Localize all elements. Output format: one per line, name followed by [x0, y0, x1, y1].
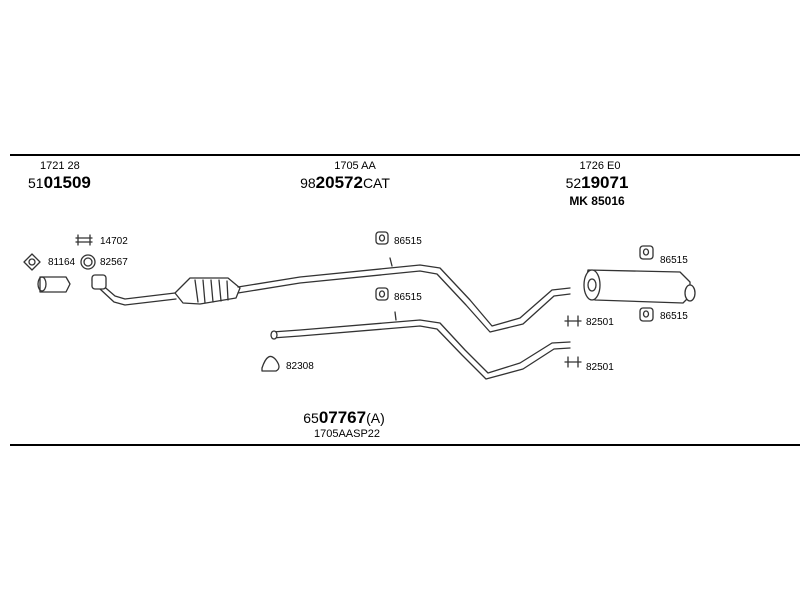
label-14702: 14702	[100, 236, 128, 247]
bottom-part-main: 07767	[318, 408, 367, 427]
lower-intermediate-pipe	[270, 311, 571, 380]
label-82501-upper: 82501	[586, 317, 614, 328]
hanger-86515-lower-icon	[375, 287, 389, 301]
group-1-part-main: 01509	[43, 173, 91, 192]
label-86515-muffler-bottom: 86515	[660, 311, 688, 322]
bottom-part-suffix: (A)	[366, 410, 385, 426]
clamp-82308-icon	[261, 355, 280, 372]
group-1-ref: 1721 28	[40, 160, 80, 172]
bottom-part-ref: 1705AASP22	[313, 428, 381, 440]
ring-82567-icon	[80, 254, 96, 270]
group-3-part-main: 19071	[581, 173, 629, 192]
group-2-part-suffix: CAT	[362, 175, 390, 191]
group-2-part-number: 9820572CAT	[300, 173, 390, 194]
label-82567: 82567	[100, 257, 128, 268]
group-2-part-prefix: 98	[300, 175, 316, 191]
group-2-ref: 1705 AA	[334, 160, 376, 172]
hanger-86515-upper-icon	[375, 231, 389, 245]
label-82308: 82308	[286, 361, 314, 372]
label-82501-lower: 82501	[586, 362, 614, 373]
hanger-86515-muffler-bottom-icon	[639, 307, 654, 322]
group-3-extra: MK 85016	[569, 194, 625, 208]
bottom-part-number: 6507767(A)	[303, 408, 385, 429]
label-81164: 81164	[48, 257, 76, 268]
rear-muffler	[583, 269, 696, 304]
upper-intermediate-pipe	[237, 257, 571, 333]
group-3-part-prefix: 52	[565, 175, 582, 191]
group-3-ref: 1726 E0	[579, 160, 621, 172]
bottom-part-prefix: 65	[303, 410, 319, 426]
group-3-part-number: 5219071	[566, 173, 629, 194]
clamp-14702-icon	[75, 234, 93, 246]
group-2-part-main: 20572	[315, 173, 363, 192]
label-86515-upper: 86515	[394, 236, 422, 247]
clamp-82501-upper-icon	[564, 315, 582, 327]
catalytic-converter	[174, 277, 241, 305]
gasket-icon	[23, 253, 41, 271]
hanger-86515-muffler-top-icon	[639, 245, 654, 260]
group-1-part-prefix: 51	[28, 175, 44, 191]
label-86515-muffler-top: 86515	[660, 255, 688, 266]
flange-sleeve-icon	[37, 276, 71, 293]
front-pipe	[91, 274, 177, 306]
bottom-divider	[10, 444, 800, 446]
top-divider	[10, 154, 800, 156]
clamp-82501-lower-icon	[564, 356, 582, 368]
label-86515-lower: 86515	[394, 292, 422, 303]
group-1-part-number: 5101509	[28, 173, 91, 194]
